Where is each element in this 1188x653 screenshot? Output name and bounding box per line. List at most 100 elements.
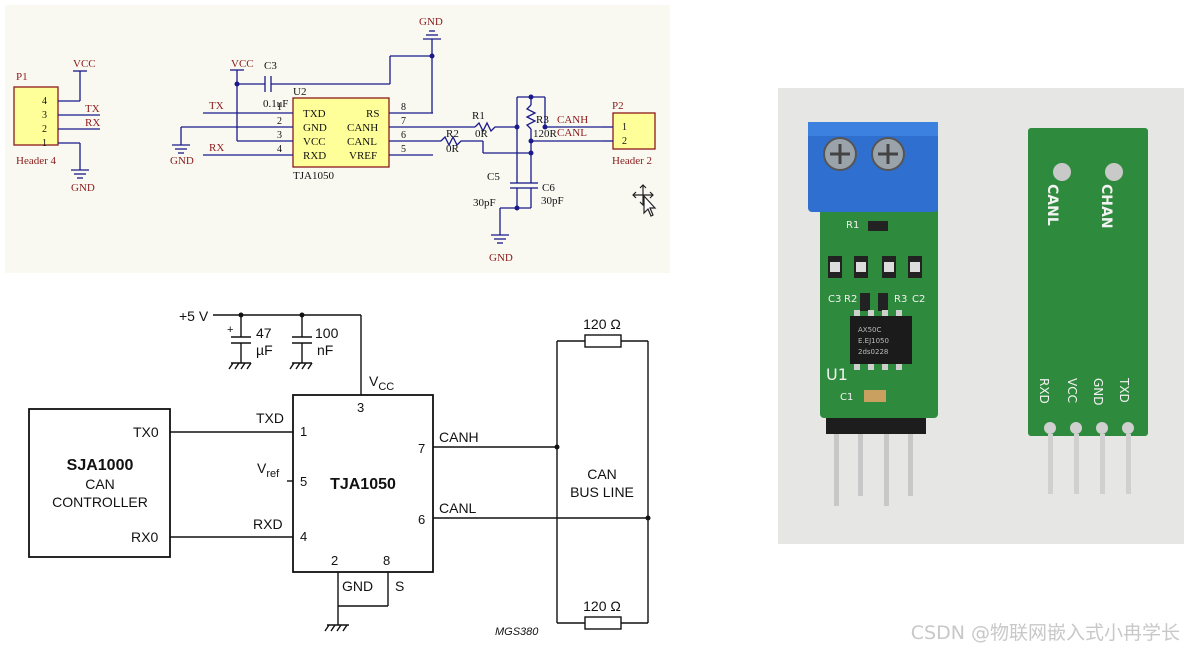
transceiver-name: TJA1050 — [330, 476, 396, 493]
back-label-txd: TXD — [1117, 377, 1131, 403]
u2-pin-num-7: 7 — [401, 116, 406, 127]
altium-schematic: P1 Header 4 VCC GND TX RX 4 3 2 1 VCC TX… — [5, 5, 670, 273]
u2-pin-vcc: VCC — [303, 136, 326, 148]
transceiver-gnd-label: GND — [342, 578, 373, 594]
controller-name: SJA1000 — [67, 457, 134, 474]
back-label-canl: CANL — [1044, 184, 1060, 226]
u2-pin-num-8: 8 — [401, 102, 406, 113]
u2-pin-rxd: RXD — [303, 150, 326, 162]
r3-ref: R3 — [536, 114, 549, 126]
u2-name: TJA1050 — [293, 170, 334, 182]
p2-name: Header 2 — [612, 155, 652, 167]
u2-pin-canh: CANH — [347, 122, 378, 134]
chip-marking-2: E.EJ1050 — [858, 337, 889, 345]
controller-line2: CAN — [85, 476, 115, 492]
chip-marking-1: AX50C — [858, 326, 881, 334]
can-block-diagram: +5 V + 47 µF 100 nF SJA1000 CAN CONTROLL… — [5, 295, 670, 651]
u2-pin-rs: RS — [366, 108, 379, 120]
u2-pin-num-3: 3 — [277, 130, 282, 141]
watermark: CSDN @物联网嵌入式小冉学长 — [910, 622, 1180, 644]
bus-line2: BUS LINE — [570, 484, 634, 500]
silk-c1: C1 — [840, 392, 853, 403]
silk-r1: R1 — [846, 220, 859, 231]
u2-pin-num-4: 4 — [277, 144, 282, 155]
controller-tx0: TX0 — [133, 424, 159, 440]
p1-pin-1: 1 — [42, 138, 47, 149]
u2-pin-num-1: 1 — [277, 102, 282, 113]
p1-pin-3: 3 — [42, 110, 47, 121]
pin-num-s: 8 — [383, 553, 390, 568]
c3-value: 0.1uF — [263, 98, 288, 110]
u2-gnd-label: GND — [170, 155, 194, 167]
p1-pin-4: 4 — [42, 96, 47, 107]
chip-marking-3: 2ds0228 — [858, 348, 888, 356]
u2-pin-num-5: 5 — [401, 144, 406, 155]
r2-ref: R2 — [446, 128, 459, 140]
bottom-gnd-label: GND — [489, 252, 513, 264]
u2-pin-num-6: 6 — [401, 130, 406, 141]
u2-pin-vref: VREF — [349, 150, 377, 162]
c6-ref: C6 — [542, 182, 555, 194]
r1-ref: R1 — [472, 110, 485, 122]
transceiver-canl-label: CANL — [439, 500, 477, 516]
p1-vcc-label: VCC — [73, 58, 96, 70]
transceiver-s-label: S — [395, 578, 404, 594]
u2-rx-net: RX — [209, 142, 224, 154]
p1-ref: P1 — [16, 71, 28, 83]
top-gnd-label: GND — [419, 16, 443, 28]
transceiver-vref-label: Vref — [257, 460, 280, 480]
controller-rx0: RX0 — [131, 529, 158, 545]
supply-label: +5 V — [179, 308, 209, 324]
u2-tx-net: TX — [209, 100, 224, 112]
r2-value: 0R — [446, 143, 460, 155]
back-module: CANL CHAN RXD VCC GND TXD — [1028, 128, 1148, 494]
c6-value: 30pF — [541, 195, 564, 207]
u2-vcc-label: VCC — [231, 58, 254, 70]
cap1-unit: µF — [256, 342, 273, 358]
controller-line3: CONTROLLER — [52, 494, 148, 510]
move-cursor-icon — [632, 184, 657, 217]
u2-pin-canl: CANL — [347, 136, 377, 148]
u2-pin-txd: TXD — [303, 108, 326, 120]
figure-ref-code: MGS380 — [495, 626, 539, 638]
c5-ref: C5 — [487, 171, 500, 183]
cap2-value: 100 — [315, 325, 339, 341]
cap-polarity-plus: + — [227, 324, 233, 336]
silk-u1: U1 — [826, 365, 848, 384]
silk-r3: R3 — [894, 294, 907, 305]
pin-num-canl: 6 — [418, 512, 425, 527]
pin-num-gnd: 2 — [331, 553, 338, 568]
p1-tx-net: TX — [85, 103, 100, 115]
transceiver-txd-label: TXD — [256, 410, 284, 426]
p2-pin-1: 1 — [622, 122, 627, 133]
r3-value: 120R — [533, 128, 558, 140]
p2-ref: P2 — [612, 100, 624, 112]
transceiver-vcc-label: VCC — [369, 373, 394, 393]
back-label-rxd: RXD — [1037, 378, 1051, 404]
silk-c2: C2 — [912, 294, 925, 305]
bus-line1: CAN — [587, 466, 617, 482]
p1-name: Header 4 — [16, 155, 57, 167]
canl-net: CANL — [557, 127, 587, 139]
p2-pin-2: 2 — [622, 136, 627, 147]
pin-num-vref: 5 — [300, 474, 307, 489]
pin-num-canh: 7 — [418, 441, 425, 456]
c3-ref: C3 — [264, 60, 277, 72]
silk-r2: R2 — [844, 294, 857, 305]
pin-num-txd: 1 — [300, 424, 307, 439]
transceiver-rxd-label: RXD — [253, 516, 283, 532]
front-module: AX50C E.EJ1050 2ds0228 R1 C3 R2 R3 C2 U1… — [808, 122, 938, 506]
back-label-gnd: GND — [1091, 378, 1105, 406]
u2-ref: U2 — [293, 86, 306, 98]
back-label-chan: CHAN — [1098, 184, 1114, 229]
back-label-vcc: VCC — [1065, 378, 1079, 403]
cap2-unit: nF — [317, 342, 333, 358]
bus-res-bottom: 120 Ω — [583, 598, 621, 614]
canh-net: CANH — [557, 114, 588, 126]
silk-c3: C3 — [828, 294, 841, 305]
bus-res-top: 120 Ω — [583, 316, 621, 332]
p1-gnd-label: GND — [71, 182, 95, 194]
p1-pin-2: 2 — [42, 124, 47, 135]
u2-pin-gnd: GND — [303, 122, 327, 134]
p1-rx-net: RX — [85, 117, 100, 129]
